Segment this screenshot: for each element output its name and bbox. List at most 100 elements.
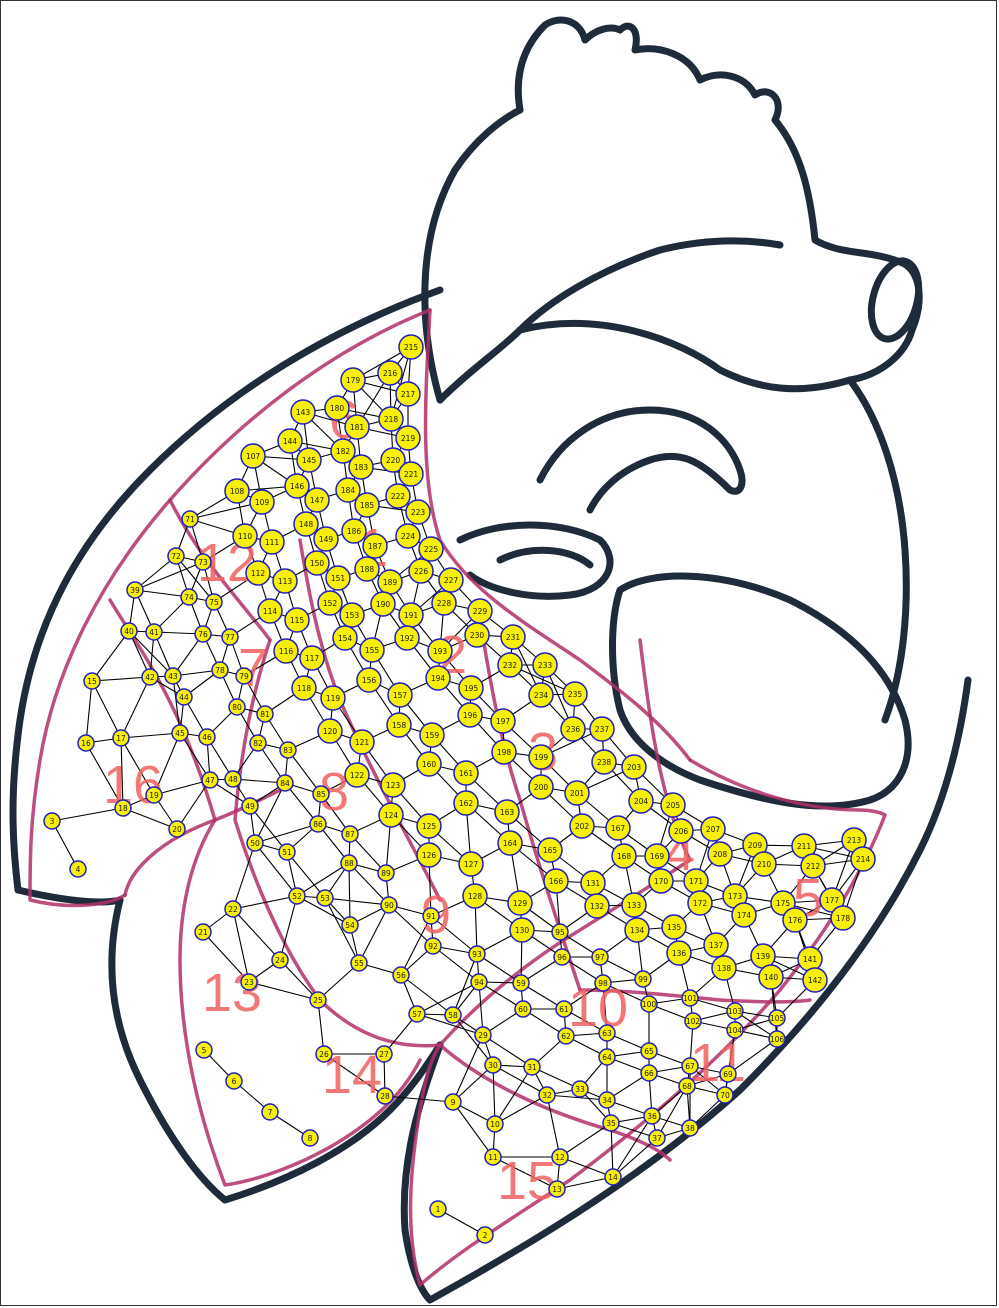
node-label: 43 xyxy=(168,672,178,681)
node-59: 59 xyxy=(513,975,529,991)
node-label: 221 xyxy=(404,470,419,479)
node-label: 214 xyxy=(856,855,871,864)
node-39: 39 xyxy=(127,582,143,598)
node-1: 1 xyxy=(430,1201,446,1217)
node-label: 27 xyxy=(379,1050,389,1059)
node-label: 120 xyxy=(323,727,338,736)
node-label: 152 xyxy=(323,599,338,608)
node-104: 104 xyxy=(727,1022,743,1038)
node-label: 85 xyxy=(316,790,326,799)
node-label: 38 xyxy=(685,1124,695,1133)
node-label: 8 xyxy=(308,1134,313,1143)
node-label: 10 xyxy=(490,1120,500,1129)
node-label: 18 xyxy=(118,804,128,813)
node-label: 169 xyxy=(650,852,665,861)
node-14: 14 xyxy=(605,1169,621,1185)
node-83: 83 xyxy=(280,742,296,758)
node-label: 160 xyxy=(422,760,437,769)
node-144: 144 xyxy=(278,429,302,453)
node-label: 200 xyxy=(534,783,549,792)
node-99: 99 xyxy=(635,971,651,987)
node-176: 176 xyxy=(783,908,807,932)
node-label: 15 xyxy=(87,677,97,686)
node-2: 2 xyxy=(477,1227,493,1243)
node-label: 189 xyxy=(383,578,398,587)
node-18: 18 xyxy=(115,800,131,816)
node-label: 35 xyxy=(606,1119,616,1128)
node-73: 73 xyxy=(195,554,211,570)
node-121: 121 xyxy=(350,730,374,754)
node-label: 130 xyxy=(515,926,530,935)
node-label: 124 xyxy=(384,811,399,820)
node-label: 148 xyxy=(299,520,314,529)
node-157: 157 xyxy=(388,683,412,707)
node-112: 112 xyxy=(246,561,270,585)
node-label: 7 xyxy=(268,1108,273,1117)
node-233: 233 xyxy=(533,653,557,677)
node-28: 28 xyxy=(377,1088,393,1104)
node-205: 205 xyxy=(661,793,685,817)
node-170: 170 xyxy=(649,869,673,893)
node-label: 39 xyxy=(130,586,140,595)
node-label: 49 xyxy=(245,802,255,811)
node-label: 207 xyxy=(706,825,721,834)
node-167: 167 xyxy=(606,816,630,840)
node-label: 60 xyxy=(518,1005,528,1014)
node-84: 84 xyxy=(277,775,293,791)
node-128: 128 xyxy=(463,884,487,908)
node-label: 72 xyxy=(171,552,181,561)
node-label: 211 xyxy=(797,842,812,851)
node-192: 192 xyxy=(395,626,419,650)
node-label: 103 xyxy=(728,1007,743,1016)
node-label: 168 xyxy=(617,852,632,861)
node-90: 90 xyxy=(381,897,397,913)
node-124: 124 xyxy=(379,803,403,827)
node-label: 163 xyxy=(500,808,515,817)
node-29: 29 xyxy=(475,1027,491,1043)
node-label: 50 xyxy=(250,839,260,848)
node-label: 91 xyxy=(426,912,436,921)
node-13: 13 xyxy=(549,1181,565,1197)
node-36: 36 xyxy=(644,1108,660,1124)
node-79: 79 xyxy=(236,668,252,684)
node-136: 136 xyxy=(667,941,691,965)
node-160: 160 xyxy=(417,752,441,776)
node-37: 37 xyxy=(649,1130,665,1146)
node-154: 154 xyxy=(333,626,357,650)
node-label: 225 xyxy=(424,545,439,554)
node-label: 177 xyxy=(825,896,840,905)
node-label: 194 xyxy=(431,674,446,683)
node-45: 45 xyxy=(172,725,188,741)
node-label: 209 xyxy=(748,841,763,850)
node-label: 45 xyxy=(175,729,185,738)
node-107: 107 xyxy=(241,444,265,468)
node-label: 184 xyxy=(341,486,356,495)
node-11: 11 xyxy=(485,1149,501,1165)
node-label: 159 xyxy=(425,731,440,740)
node-78: 78 xyxy=(212,662,228,678)
node-label: 88 xyxy=(344,859,354,868)
node-226: 226 xyxy=(409,559,433,583)
node-label: 5 xyxy=(202,1046,207,1055)
node-label: 115 xyxy=(290,616,305,625)
node-label: 186 xyxy=(347,527,362,536)
node-143: 143 xyxy=(291,400,315,424)
node-230: 230 xyxy=(465,623,489,647)
node-label: 162 xyxy=(459,799,474,808)
node-199: 199 xyxy=(529,745,553,769)
mesh-edge xyxy=(255,824,318,843)
node-label: 30 xyxy=(488,1061,498,1070)
node-label: 136 xyxy=(672,949,687,958)
node-33: 33 xyxy=(572,1081,588,1097)
node-label: 222 xyxy=(391,492,406,501)
node-56: 56 xyxy=(393,967,409,983)
node-52: 52 xyxy=(289,888,305,904)
node-label: 183 xyxy=(354,463,369,472)
node-208: 208 xyxy=(708,842,732,866)
node-label: 75 xyxy=(209,598,219,607)
node-label: 237 xyxy=(595,725,610,734)
node-48: 48 xyxy=(225,771,241,787)
node-label: 195 xyxy=(464,684,479,693)
node-label: 52 xyxy=(292,892,302,901)
node-65: 65 xyxy=(641,1043,657,1059)
